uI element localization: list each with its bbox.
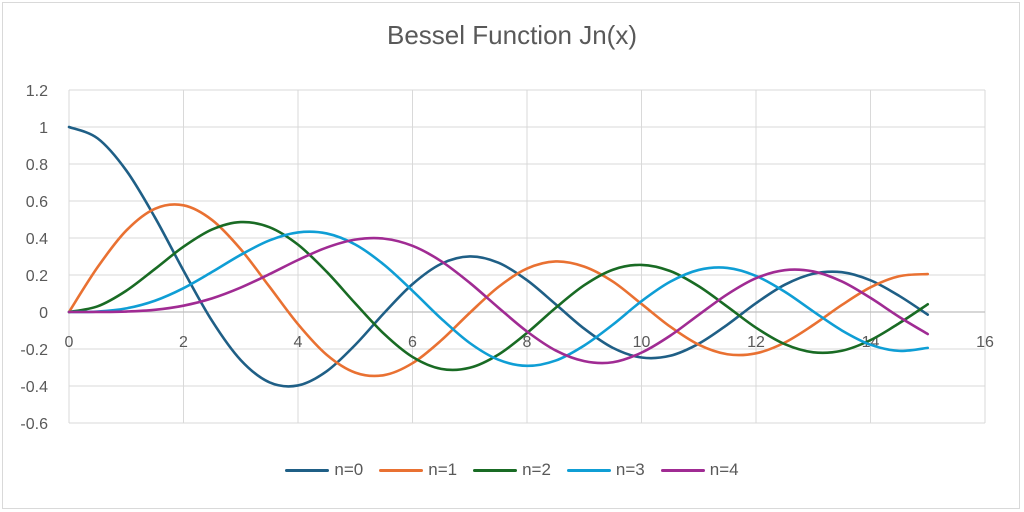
series-line-n=3[interactable] [67, 230, 930, 368]
x-tick-label: 4 [294, 334, 303, 351]
x-tick-label: 6 [408, 334, 417, 351]
series-line-n=1[interactable] [67, 203, 930, 378]
legend-item-n0[interactable]: n=0 [285, 460, 363, 480]
legend-item-n4[interactable]: n=4 [660, 460, 739, 480]
y-tick-label: 0.6 [26, 194, 48, 211]
y-tick-label: 0.2 [26, 268, 48, 285]
legend-swatch [379, 468, 424, 472]
series-line-n=2[interactable] [67, 220, 930, 372]
legend-swatch [473, 468, 518, 472]
x-tick-label: 2 [179, 334, 188, 351]
y-tick-label: 1.2 [26, 83, 48, 100]
y-tick-label: 0.8 [26, 157, 48, 174]
series-line-n=4[interactable] [67, 236, 930, 365]
legend-swatch [285, 468, 330, 472]
legend-swatch [566, 468, 611, 472]
y-tick-label: -0.6 [20, 416, 48, 433]
chart-title: Bessel Function Jn(x) [387, 20, 637, 50]
legend-item-n1[interactable]: n=1 [379, 460, 457, 480]
y-tick-label: 0.4 [26, 231, 48, 248]
x-tick-label: 16 [976, 334, 994, 351]
y-tick-label: -0.4 [20, 379, 48, 396]
x-tick-label: 10 [633, 334, 651, 351]
series-line-n=0[interactable] [67, 125, 930, 388]
x-tick-label: 12 [747, 334, 765, 351]
x-tick-label: 0 [65, 334, 74, 351]
legend: n=0 n=1 n=2 n=3 n=4 [0, 460, 1024, 480]
legend-swatch [660, 468, 705, 472]
x-tick-label: 8 [523, 334, 532, 351]
legend-item-n3[interactable]: n=3 [566, 460, 645, 480]
y-tick-label: 1 [39, 120, 48, 137]
legend-item-n2[interactable]: n=2 [473, 460, 551, 480]
y-tick-label: 0 [39, 305, 48, 322]
y-tick-label: -0.2 [20, 342, 48, 359]
